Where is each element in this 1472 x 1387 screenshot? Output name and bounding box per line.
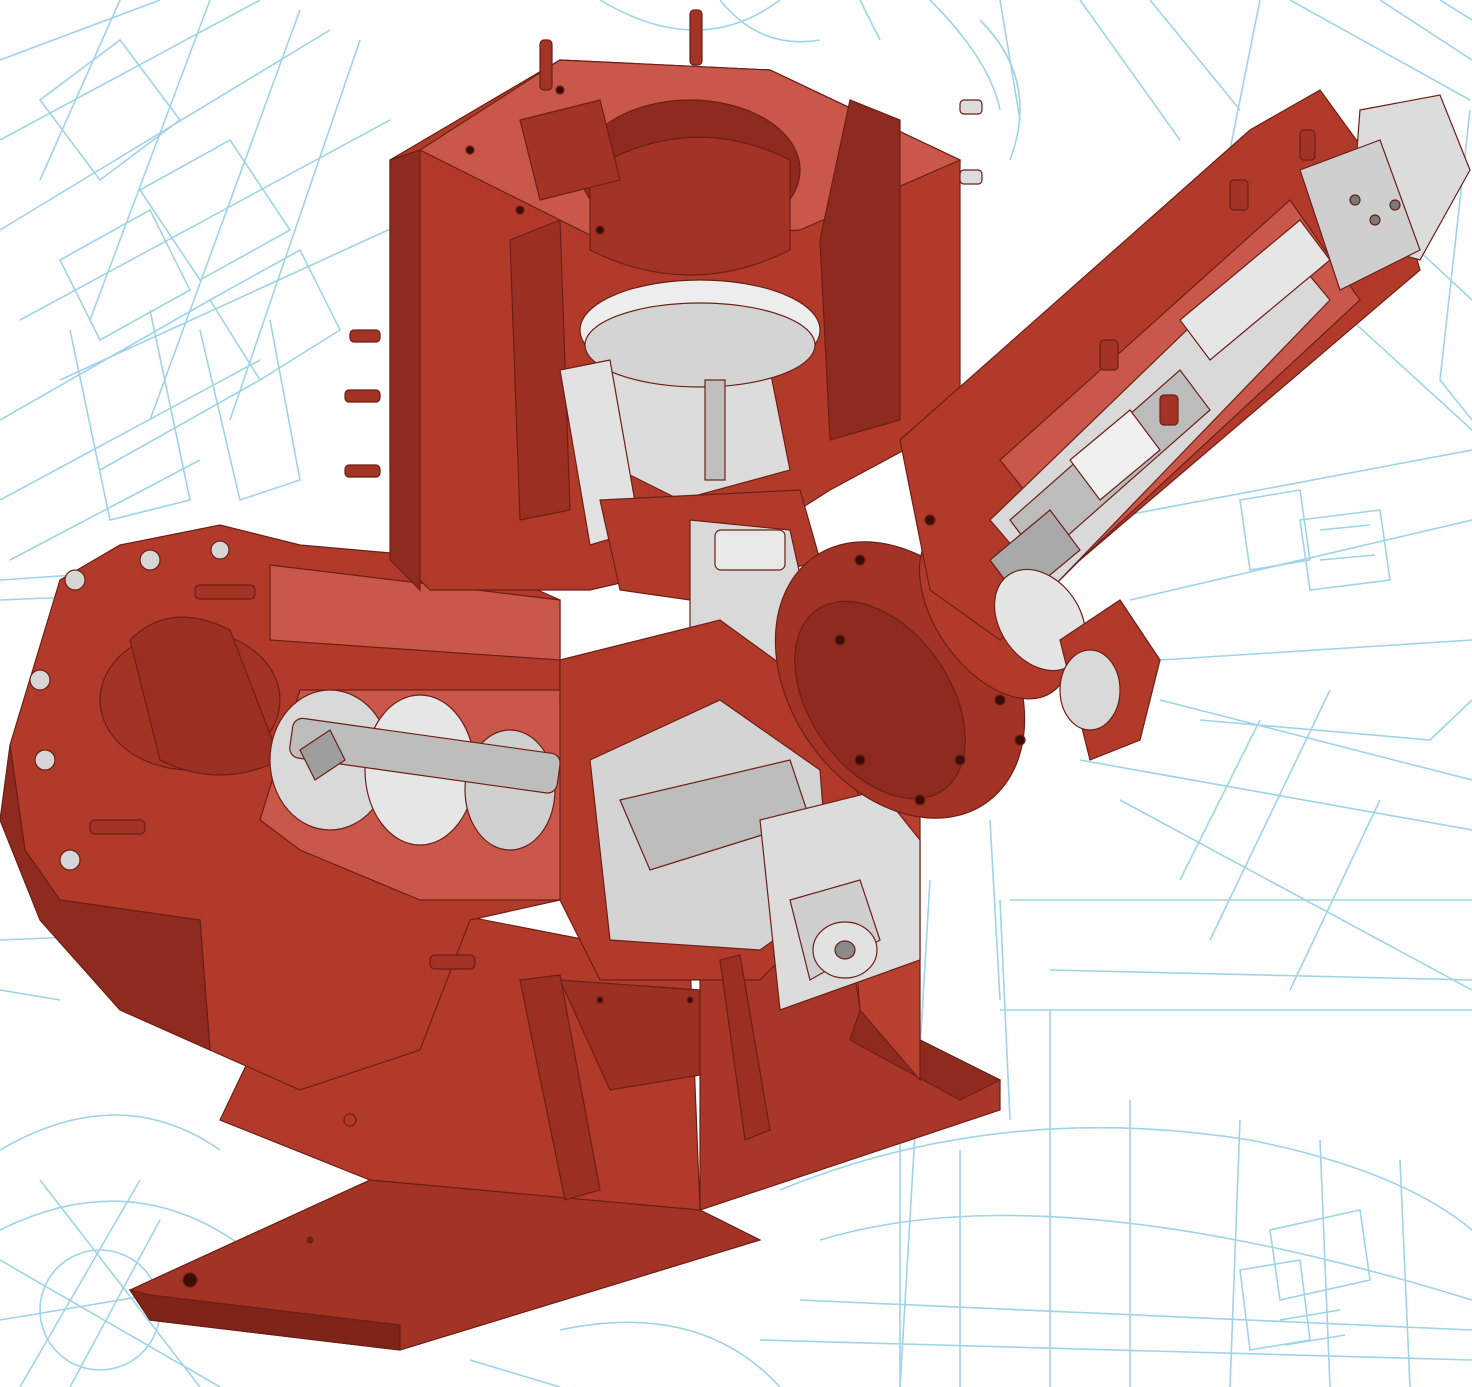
diagonal-cylinder: [774, 89, 1471, 819]
left-cylinder: [0, 524, 601, 1091]
crankcase: [519, 619, 921, 1201]
base-frame: [128, 759, 1002, 1351]
compressor-model: [0, 9, 1471, 1351]
